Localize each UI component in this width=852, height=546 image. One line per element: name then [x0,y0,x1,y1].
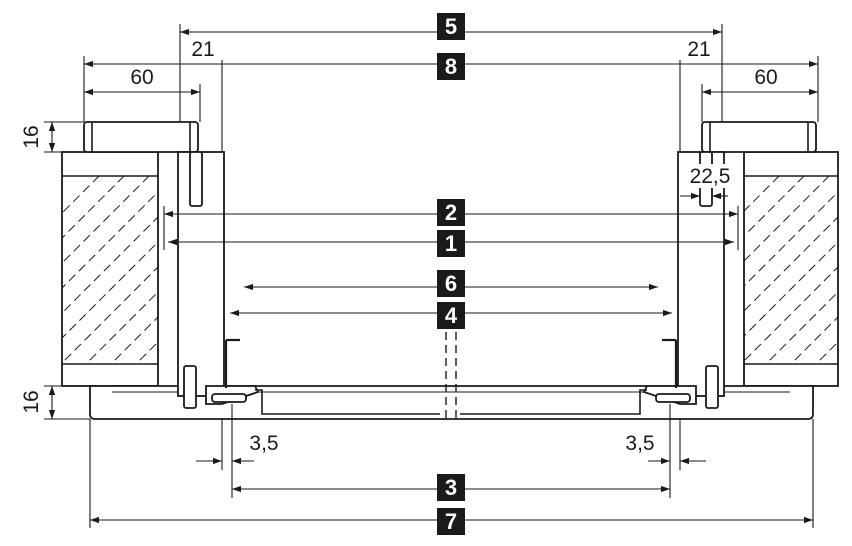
dim-label-21-right: 21 [687,38,710,61]
marker-8: 8 [437,53,465,80]
svg-text:2: 2 [445,200,457,225]
svg-text:8: 8 [445,54,457,79]
dim-label-21-left: 21 [191,38,214,61]
dim-label-16-top: 16 [20,125,43,148]
right-door-assembly [460,151,725,415]
right-side-panel [743,151,839,387]
svg-text:4: 4 [445,303,458,328]
svg-text:3: 3 [445,475,457,500]
top-cap-right [701,121,817,153]
right-panel-hatching [744,176,838,364]
dim-label-3-5-right: 3,5 [625,432,654,455]
svg-text:5: 5 [445,14,457,39]
center-break-lines [445,332,457,418]
dim-label-60-left: 60 [130,66,153,89]
bottom-plate [89,385,814,420]
svg-text:6: 6 [445,271,457,296]
dim-label-3-5-left: 3,5 [249,432,278,455]
dim-label-22-5: 22,5 [690,165,731,188]
marker-3: 3 [437,474,465,501]
marker-4: 4 [437,302,465,329]
svg-text:1: 1 [445,231,457,256]
dim-label-60-right: 60 [754,66,777,89]
marker-1: 1 [437,230,465,257]
dim-label-16-bottom: 16 [20,390,43,413]
marker-2: 2 [437,199,465,226]
svg-text:7: 7 [445,509,457,534]
left-side-panel [61,151,159,387]
left-door-assembly [177,151,440,415]
left-panel-hatching [62,176,158,364]
marker-7: 7 [437,508,465,535]
dimension-labels: 21 21 60 60 16 16 3,5 3,5 22,5 [20,38,778,455]
marker-5: 5 [437,13,465,40]
top-cap-left [83,121,199,153]
marker-6: 6 [437,270,465,297]
